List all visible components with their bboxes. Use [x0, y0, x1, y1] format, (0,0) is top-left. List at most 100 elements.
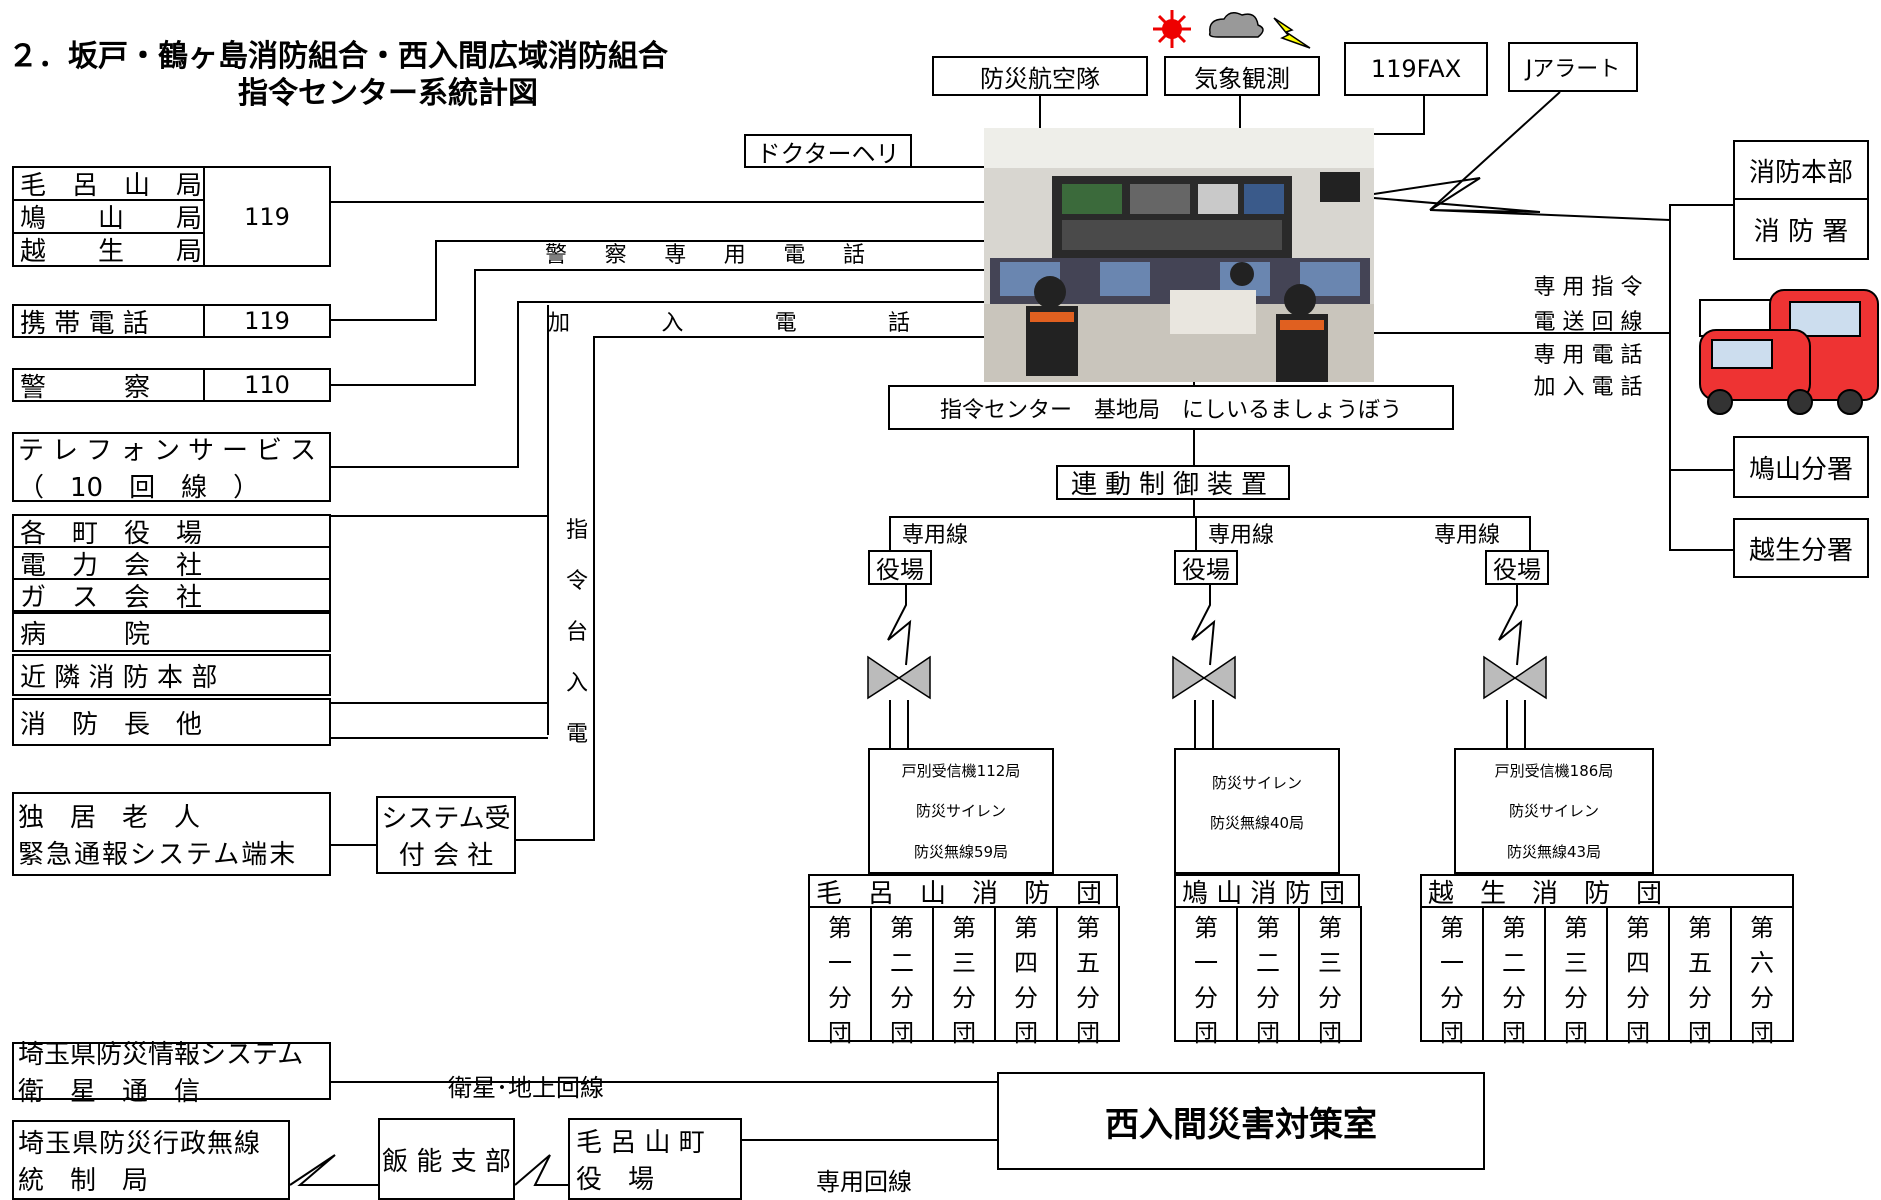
bundan-column: 第五分団 [1056, 906, 1120, 1047]
hatoyama-shobodan: 鳩 山 消 防 団 [1174, 874, 1360, 909]
bundan-column: 第三分団 [932, 906, 996, 1047]
sun-icon [1153, 10, 1191, 48]
keisatsu-num: 110 [203, 368, 331, 402]
eisei-label: 衛星･地上回線 [448, 1073, 604, 1102]
kanyu-char: 話 [887, 311, 910, 336]
tel-service-line1: テレフォンサービス [18, 436, 325, 466]
kanyu-char: 加 [548, 311, 571, 336]
group-kinrin: 近 隣 消 防 本 部 [12, 654, 331, 696]
bundan-column: 第二分団 [1482, 906, 1546, 1047]
moroyama-shobodan: 毛 呂 山 消 防 団 [808, 874, 1118, 909]
bundan-char: 第 [1318, 914, 1342, 942]
keisatsu-box: 警 察 [12, 368, 205, 403]
system-uketsuke-line2: 付 会 社 [398, 841, 494, 871]
bureau-hatoyama: 鳩 山 局 [12, 199, 205, 234]
cloud-icon [1208, 12, 1264, 38]
bundan-char: 一 [1194, 949, 1218, 977]
bundan-char: 第 [890, 914, 914, 942]
bundan-column: 第二分団 [870, 906, 934, 1047]
doctor-heli-box: ドクターヘリ [744, 134, 912, 168]
kanyu-char: 電 [774, 311, 797, 336]
page-title-line1: ２．坂戸・鶴ヶ島消防組合・西入間広域消防組合 [8, 39, 668, 74]
system-uketsuke-line1: システム受 [381, 804, 511, 834]
bundan-char: 第 [1626, 914, 1650, 942]
bundan-char: 第 [1076, 914, 1100, 942]
receiver-line: 防災無線43局 [1506, 843, 1602, 862]
receiver-line: 防災サイレン [1211, 773, 1302, 792]
moroyama-bundan-row: 第一分団第二分団第三分団第四分団第五分団 [808, 906, 1120, 1047]
keisatsu-senyou-char: 察 [604, 243, 627, 268]
bundan-char: 第 [1194, 914, 1218, 942]
bundan-column: 第四分団 [994, 906, 1058, 1047]
bundan-char: 三 [1564, 949, 1588, 977]
bundan-char: 二 [1256, 949, 1280, 977]
bundan-char: 四 [1626, 949, 1650, 977]
receiver-line: 防災無線40局 [1209, 813, 1305, 832]
bundan-char: 二 [1502, 949, 1526, 977]
shirei-nyuden-label: 指 令 台 入 電 [562, 512, 592, 748]
kanyu-label: 加 入 電 話 [548, 306, 910, 336]
bundan-char: 一 [828, 949, 852, 977]
bundan-char: 分 [828, 984, 852, 1012]
keitai-num: 119 [203, 304, 331, 338]
saitama-info-box: 埼玉県防災情報システム 衛 星 通 信 [12, 1040, 331, 1107]
shobosho-box: 消 防 署 [1733, 198, 1869, 260]
shirei-char: 電 [565, 722, 588, 747]
yakuba-box-2: 役場 [1174, 550, 1238, 585]
bundan-char: 団 [1440, 1019, 1464, 1047]
bundan-char: 一 [1440, 949, 1464, 977]
bundan-char: 第 [1502, 914, 1526, 942]
shirei-char: 台 [565, 620, 588, 645]
ogose-bundan-row: 第一分団第二分団第三分団第四分団第五分団第六分団 [1420, 906, 1794, 1047]
right-label-2: 電 送 回 線 [1533, 310, 1643, 335]
lightning-icon [1273, 17, 1311, 49]
senyou-kaisen-label: 専用回線 [816, 1167, 912, 1196]
bundan-column: 第六分団 [1730, 906, 1794, 1047]
saitama-info-line2: 衛 星 通 信 [18, 1077, 201, 1107]
keisatsu-senyou-char: 警 [545, 243, 568, 268]
bundan-column: 第一分団 [808, 906, 872, 1047]
bundan-char: 団 [1750, 1019, 1774, 1047]
receiver-line: 戸別受信機186局 [1494, 761, 1614, 780]
yakuba-box-3: 役場 [1485, 550, 1549, 585]
bundan-char: 第 [1688, 914, 1712, 942]
dokkyo-box: 独 居 老 人 緊急通報システム端末 [12, 792, 331, 876]
bundan-char: 団 [952, 1019, 976, 1047]
bundan-char: 五 [1076, 949, 1100, 977]
bundan-char: 第 [952, 914, 976, 942]
bundan-char: 団 [1194, 1019, 1218, 1047]
bundan-char: 分 [1256, 984, 1280, 1012]
right-label-4: 加 入 電 話 [1533, 375, 1643, 400]
senyousen-label-2: 専用線 [1207, 523, 1274, 548]
bundan-char: 五 [1688, 949, 1712, 977]
group-byouin: 病 院 [12, 612, 331, 652]
bundan-char: 団 [890, 1019, 914, 1047]
bundan-char: 二 [890, 949, 914, 977]
group-gas: ガ ス 会 社 [12, 578, 331, 613]
bundan-char: 第 [1564, 914, 1588, 942]
group-yakuba: 各 町 役 場 [12, 514, 331, 549]
senyousen-label-1: 専用線 [901, 523, 968, 548]
ogose-shobodan: 越 生 消 防 団 [1420, 874, 1794, 909]
bundan-char: 団 [828, 1019, 852, 1047]
keitai-box: 携 帯 電 話 [12, 304, 205, 339]
fax-box: 119FAX [1344, 42, 1488, 96]
bundan-char: 分 [1014, 984, 1038, 1012]
bundan-char: 第 [1256, 914, 1280, 942]
dokkyo-line1: 独 居 老 人 [18, 803, 201, 833]
bundan-column: 第一分団 [1420, 906, 1484, 1047]
bundan-char: 六 [1750, 949, 1774, 977]
bureau-moroyama: 毛 呂 山 局 [12, 166, 205, 201]
musen-line1: 埼玉県防災行政無線 [18, 1129, 262, 1159]
kishou-box: 気象観測 [1164, 56, 1320, 96]
shirei-char: 指 [565, 518, 588, 543]
bundan-char: 分 [1194, 984, 1218, 1012]
bundan-char: 第 [1014, 914, 1038, 942]
bundan-char: 分 [890, 984, 914, 1012]
shirei-char: 入 [565, 671, 588, 696]
bundan-column: 第三分団 [1298, 906, 1362, 1047]
tel-service-line2: （ 10 回 線 ） [18, 473, 260, 503]
control-room-photo [984, 128, 1374, 382]
bundan-column: 第四分団 [1606, 906, 1670, 1047]
